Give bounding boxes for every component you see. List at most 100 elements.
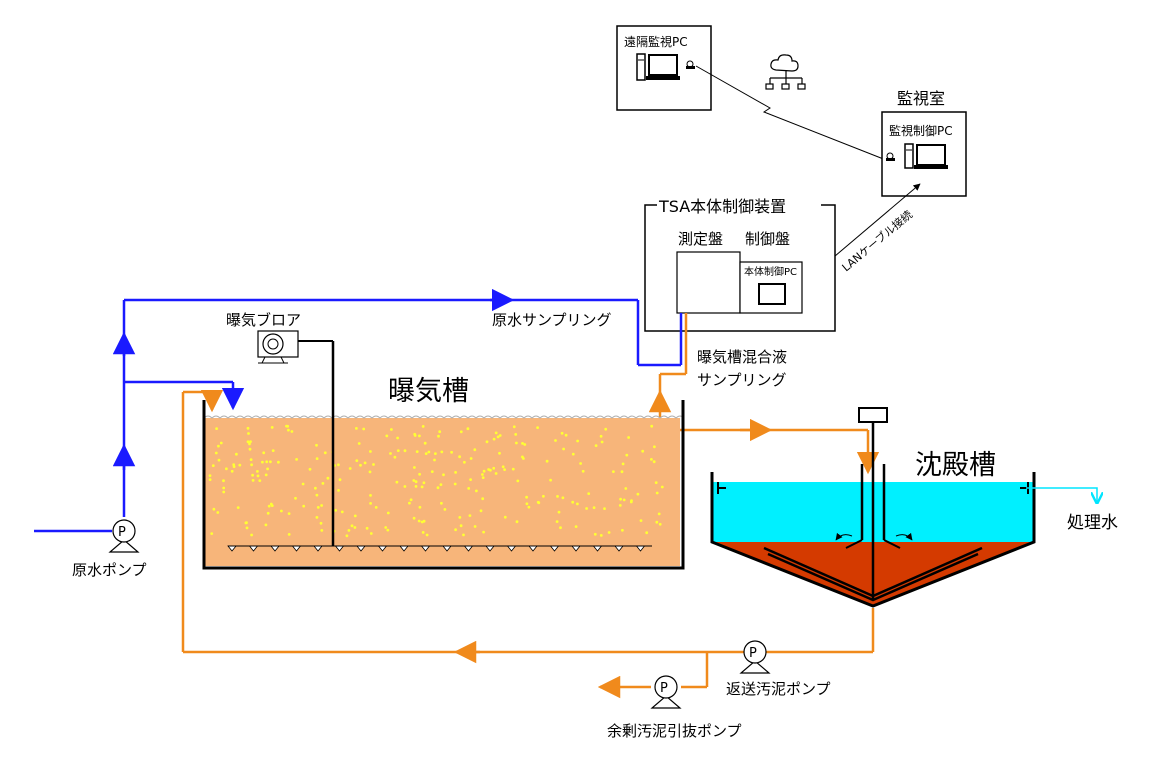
bubble: [658, 522, 662, 526]
bubble: [353, 526, 357, 529]
bubble: [515, 520, 519, 524]
raw-pump-label: 原水ポンプ: [72, 561, 147, 579]
bubble: [503, 468, 506, 471]
bubble: [412, 516, 416, 520]
aeration-blower: [257, 330, 299, 364]
bubble: [414, 480, 418, 484]
bubble: [362, 427, 366, 431]
raw-water-lines: [34, 288, 683, 533]
bubble: [420, 485, 424, 489]
bubble: [389, 452, 392, 455]
bubble: [557, 510, 561, 514]
bubble: [655, 520, 659, 524]
pump-symbol: P: [660, 681, 668, 696]
bubble: [579, 462, 582, 465]
bubble: [287, 512, 291, 515]
bubble: [225, 467, 228, 471]
bubble: [607, 531, 611, 534]
bubble: [549, 478, 552, 482]
bubble: [256, 470, 259, 473]
bubble: [650, 458, 653, 461]
bubble: [462, 533, 465, 537]
bubble: [645, 531, 649, 535]
bubble: [498, 434, 502, 437]
bubble: [469, 457, 473, 460]
bubble: [494, 472, 498, 475]
bubble: [600, 440, 604, 444]
bubble: [554, 439, 557, 442]
bubble: [422, 519, 426, 523]
bubble: [592, 506, 596, 510]
bubble: [264, 473, 268, 477]
bubble: [246, 440, 250, 444]
bubble: [244, 521, 248, 525]
computer-icon: [636, 53, 695, 81]
bubble: [413, 466, 416, 469]
bubble: [545, 459, 549, 463]
bubble: [396, 449, 400, 452]
measure-panel-label: 測定盤: [678, 230, 723, 248]
bubble: [212, 507, 216, 511]
bubble: [556, 495, 559, 498]
bubble: [345, 534, 349, 538]
raw-sampling-label: 原水サンプリング: [492, 311, 612, 329]
bubble: [286, 424, 290, 428]
tsa-unit-box: TSA本体制御装置 測定盤 制御盤 本体制御PC: [644, 196, 836, 332]
bubble: [501, 465, 505, 469]
bubble: [525, 502, 529, 506]
bubble: [437, 434, 440, 438]
excess-sludge-pump: P: [650, 675, 682, 709]
bubble: [320, 504, 323, 507]
bubble: [450, 450, 453, 454]
bubble: [636, 492, 640, 496]
bubble: [418, 434, 421, 438]
monitor-pc-label: 監視制御PC: [889, 123, 953, 138]
bubble: [264, 523, 268, 527]
bubble: [348, 467, 352, 470]
bubble: [514, 433, 518, 436]
bubble: [523, 443, 527, 446]
bubble: [315, 443, 318, 447]
bubble: [496, 435, 500, 439]
bubble: [384, 526, 388, 529]
bubble: [326, 476, 330, 480]
bubble: [612, 470, 615, 473]
bubble: [458, 455, 461, 459]
treated-water-label: 処理水: [1067, 513, 1118, 533]
bubble: [571, 500, 575, 504]
bubble: [277, 460, 280, 464]
bubble: [315, 457, 319, 460]
bubble: [414, 485, 418, 488]
bubble: [395, 480, 399, 484]
bubble: [434, 452, 437, 455]
bubble: [249, 458, 253, 461]
bubble: [350, 524, 354, 528]
bubble: [266, 467, 269, 471]
bubble: [365, 526, 369, 530]
bubble: [442, 473, 445, 477]
monitor-room-label: 監視室: [897, 89, 945, 108]
remote-pc-label: 遠隔監視PC: [624, 34, 688, 49]
bubble: [314, 486, 317, 490]
bubble: [319, 521, 323, 525]
bubble: [459, 430, 463, 434]
bubble: [368, 470, 372, 474]
bubble: [321, 482, 325, 485]
bubble: [536, 500, 540, 504]
bubble: [269, 460, 272, 464]
bubble: [427, 450, 431, 454]
pump-symbol: P: [749, 646, 757, 661]
bubble: [559, 526, 562, 530]
control-panel-label: 制御盤: [745, 230, 790, 248]
bubble: [599, 434, 603, 438]
bubble: [413, 434, 417, 437]
bubble: [619, 497, 622, 501]
bubble: [463, 460, 466, 464]
mix-sampling-label-1: 曝気槽混合液: [697, 348, 787, 366]
bubble: [217, 458, 221, 462]
bubble: [245, 526, 249, 530]
bubble: [562, 447, 565, 451]
bubble: [422, 481, 426, 485]
bubble: [408, 501, 411, 505]
bubble: [355, 459, 359, 462]
